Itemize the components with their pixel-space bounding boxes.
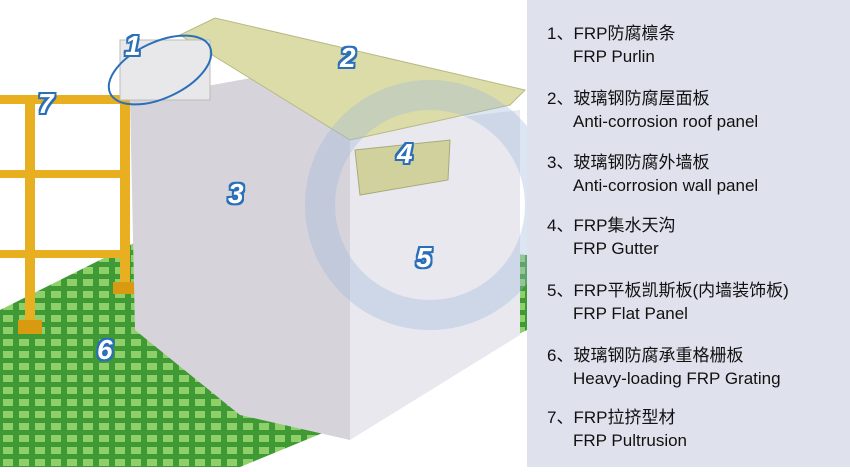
legend-en: FRP Flat Panel (573, 304, 688, 323)
legend-item-7: 7、FRP拉挤型材 FRP Pultrusion (547, 406, 687, 452)
wall-panel (130, 60, 350, 440)
legend-en: Heavy-loading FRP Grating (573, 369, 781, 388)
legend-item-1: 1、FRP防腐檩条 FRP Purlin (547, 22, 675, 68)
legend-en: FRP Pultrusion (573, 431, 688, 450)
callout-4: 4 (397, 138, 413, 169)
callout-2: 2 (340, 42, 356, 73)
legend-item-2: 2、玻璃钢防腐屋面板 Anti-corrosion roof panel (547, 87, 758, 133)
legend-item-6: 6、玻璃钢防腐承重格栅板 Heavy-loading FRP Grating (547, 344, 781, 390)
legend-en: FRP Purlin (573, 47, 655, 66)
legend-item-5: 5、FRP平板凯斯板(内墙装饰板) FRP Flat Panel (547, 279, 789, 325)
handrail (0, 90, 137, 334)
callout-7: 7 (38, 88, 54, 119)
legend-item-3: 3、玻璃钢防腐外墙板 Anti-corrosion wall panel (547, 151, 758, 197)
callout-5: 5 (416, 242, 432, 273)
legend-panel: 1、FRP防腐檩条 FRP Purlin 2、玻璃钢防腐屋面板 Anti-cor… (527, 0, 850, 467)
legend-zh: 1、FRP防腐檩条 (547, 24, 676, 43)
roof-panel (178, 17, 526, 141)
legend-zh: 5、FRP平板凯斯板(内墙装饰板) (547, 281, 789, 300)
callout-1: 1 (125, 30, 141, 61)
flat-panel (350, 110, 520, 440)
legend-zh: 4、FRP集水天沟 (547, 216, 676, 235)
legend-item-4: 4、FRP集水天沟 FRP Gutter (547, 214, 675, 260)
legend-en: FRP Gutter (573, 239, 659, 258)
legend-zh: 2、玻璃钢防腐屋面板 (547, 89, 710, 108)
gutter (354, 139, 451, 196)
purlin (119, 39, 211, 101)
frp-structure-illustration (0, 17, 555, 467)
legend-zh: 6、玻璃钢防腐承重格栅板 (547, 346, 744, 365)
purlin-highlight-ring (107, 34, 213, 106)
callout-3: 3 (228, 178, 244, 209)
legend-zh: 3、玻璃钢防腐外墙板 (547, 153, 710, 172)
callout-6: 6 (97, 334, 113, 365)
legend-en: Anti-corrosion wall panel (573, 176, 759, 195)
legend-en: Anti-corrosion roof panel (573, 112, 759, 131)
product-photo: 1 2 3 4 5 6 7 (0, 17, 555, 467)
legend-zh: 7、FRP拉挤型材 (547, 408, 676, 427)
